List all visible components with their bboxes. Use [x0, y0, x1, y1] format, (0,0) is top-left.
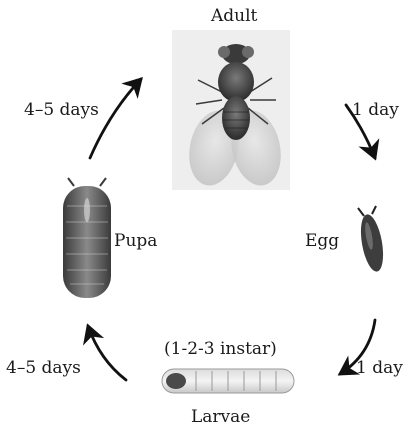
fruit-fly-larva-icon	[162, 369, 294, 393]
stage-egg-label: Egg	[305, 231, 339, 251]
duration-pupa-to-adult: 4–5 days	[24, 100, 99, 120]
fruit-fly-adult-icon	[172, 30, 290, 190]
instar-label: (1-2-3 instar)	[164, 339, 277, 359]
fruit-fly-pupa-icon	[63, 178, 111, 298]
duration-larvae-to-pupa: 4–5 days	[6, 358, 81, 378]
duration-adult-to-egg: 1 day	[352, 100, 399, 120]
stage-larvae-label: Larvae	[191, 407, 250, 427]
duration-egg-to-larvae: 1 day	[356, 358, 403, 378]
fruit-fly-egg-icon	[357, 206, 387, 273]
stage-adult-label: Adult	[211, 6, 257, 26]
stage-pupa-label: Pupa	[114, 231, 157, 251]
